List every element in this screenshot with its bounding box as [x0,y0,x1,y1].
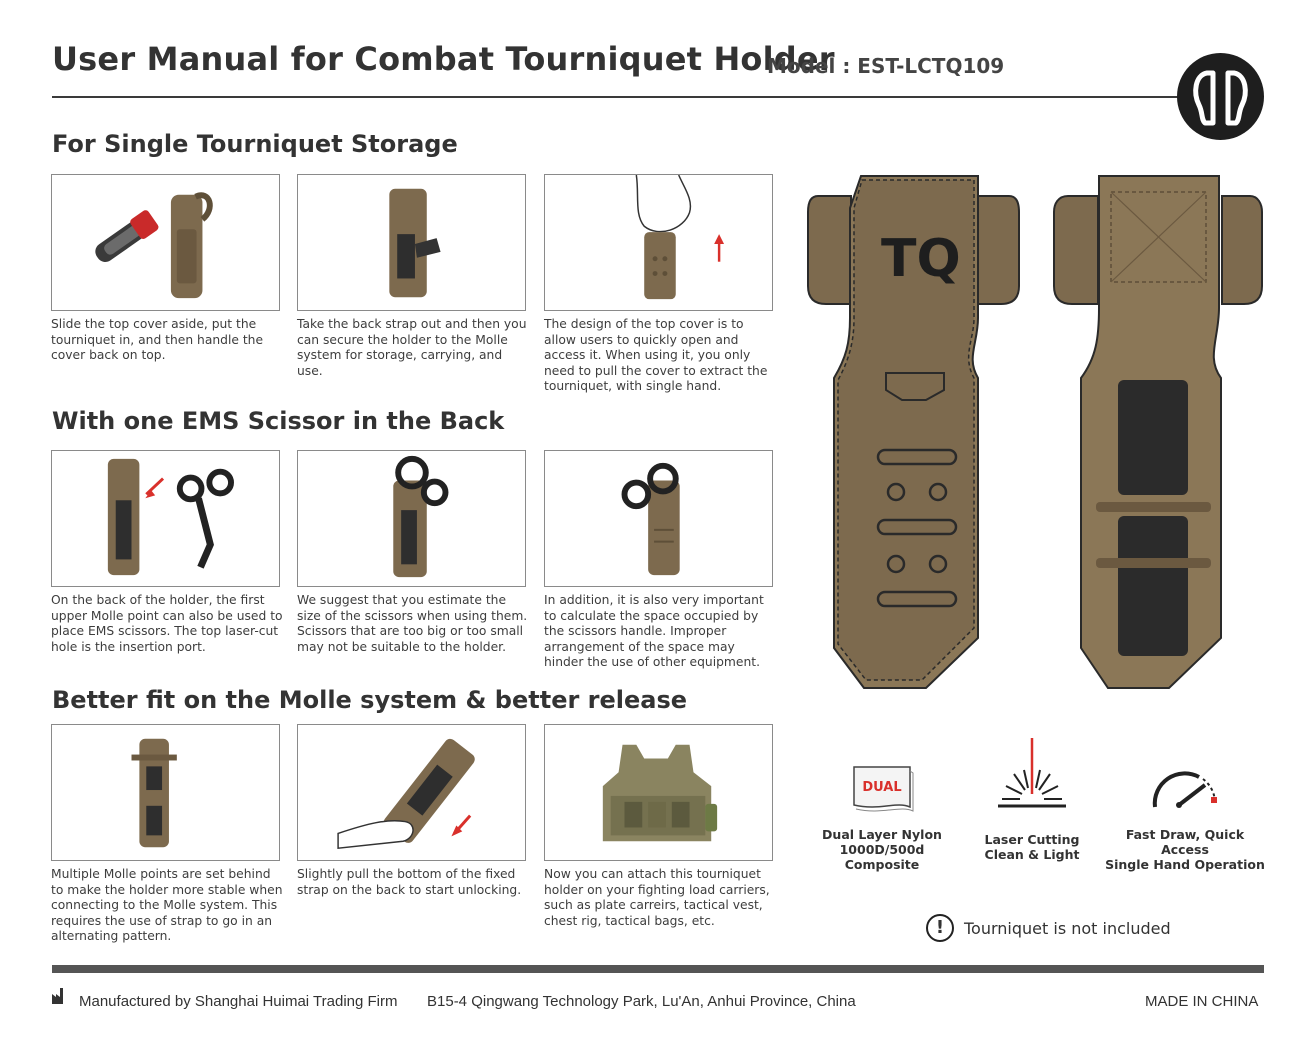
footer-divider [52,965,1264,973]
factory-icon [52,988,63,1004]
caption-scissor-size: We suggest that you estimate the size of… [297,593,528,654]
feature-fast-draw: Fast Draw, Quick Access Single Hand Oper… [1104,763,1266,872]
step-image-plate-carrier [544,724,773,861]
step-image-scissor-size [297,450,526,587]
speed-gauge-icon [1152,771,1217,808]
feature-laser-line2: Clean & Light [984,847,1080,862]
caption-unlock-strap: Slightly pull the bottom of the fixed st… [297,867,522,897]
step-image-pull-cover [544,174,773,311]
dual-badge-icon: DUAL [853,766,914,812]
step-image-scissor-port [51,450,280,587]
feature-dual-line1: Dual Layer Nylon [822,827,942,842]
step-image-molle-points [51,724,280,861]
caption-molle-points: Multiple Molle points are set behind to … [51,867,283,943]
step-image-insert-tourniquet [51,174,280,311]
tq-mark: TQ [881,229,961,289]
model-number: Model : EST-LCTQ109 [767,54,1005,78]
section-title-single-storage: For Single Tourniquet Storage [52,130,458,158]
footer-origin: MADE IN CHINA [1145,993,1259,1010]
brand-logo [1177,53,1264,140]
section-title-ems-scissor: With one EMS Scissor in the Back [52,407,505,435]
notice-text: Tourniquet is not included [964,918,1171,938]
caption-pull-cover: The design of the top cover is to allow … [544,317,768,393]
notice-not-included: ! Tourniquet is not included [926,914,1171,942]
caption-scissor-port: On the back of the holder, the first upp… [51,593,283,654]
caption-plate-carrier: Now you can attach this tourniquet holde… [544,867,770,928]
feature-laser-line1: Laser Cutting [984,832,1080,847]
step-image-scissor-handle [544,450,773,587]
holder-front-view: TQ [807,175,1020,689]
feature-fast-line2: Single Hand Operation [1105,857,1265,872]
title-divider [52,96,1192,98]
page-title: User Manual for Combat Tourniquet Holder [52,40,835,78]
caption-insert-tourniquet: Slide the top cover aside, put the tourn… [51,317,264,362]
exclamation-icon: ! [926,914,954,942]
caption-scissor-handle: In addition, it is also very important t… [544,593,764,669]
step-image-unlock-strap [297,724,526,861]
hero-product-views: TQ [807,175,1263,689]
footer-address: B15-4 Qingwang Technology Park, Lu'An, A… [427,993,856,1010]
caption-back-strap: Take the back strap out and then you can… [297,317,527,378]
laser-icon [998,738,1066,808]
feature-dual-layer: DUAL Dual Layer Nylon 1000D/500d Composi… [806,763,958,872]
feature-dual-line2: 1000D/500d Composite [839,842,925,872]
feature-fast-line1: Fast Draw, Quick Access [1125,827,1245,857]
feature-laser-cutting: Laser Cutting Clean & Light [970,736,1094,862]
holder-back-view [1053,175,1263,689]
step-image-back-strap [297,174,526,311]
section-title-molle-fit: Better fit on the Molle system & better … [52,686,688,714]
footer-manufacturer: Manufactured by Shanghai Huimai Trading … [79,993,398,1010]
svg-text:DUAL: DUAL [862,780,901,795]
